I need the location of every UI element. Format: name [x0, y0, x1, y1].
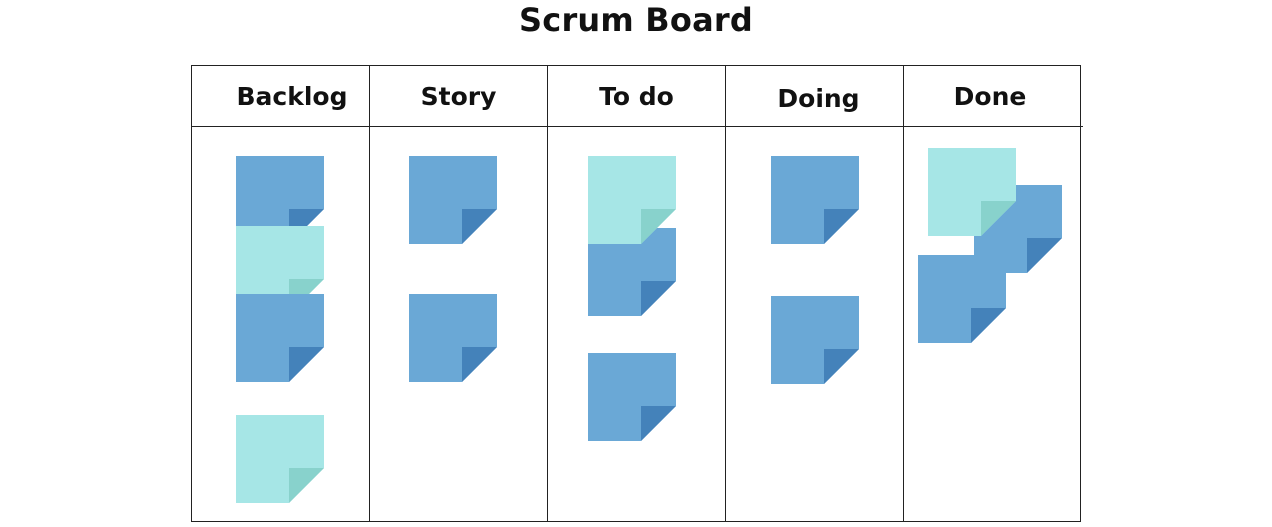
note-body — [771, 296, 859, 384]
note-fold — [824, 349, 859, 384]
column-divider — [725, 66, 726, 521]
note-body — [928, 148, 1016, 236]
sticky-note[interactable] — [771, 156, 859, 244]
note-fold — [641, 281, 676, 316]
column-header-todo: To do — [599, 81, 674, 111]
scrum-board: Backlog Story To do Doing Done — [191, 65, 1083, 522]
note-body — [771, 156, 859, 244]
column-divider — [903, 66, 904, 521]
sticky-note-shape — [771, 156, 859, 244]
sticky-note[interactable] — [236, 415, 324, 503]
column-header-backlog: Backlog — [236, 81, 348, 111]
sticky-note[interactable] — [918, 255, 1006, 343]
sticky-note-shape — [588, 228, 676, 316]
sticky-note-shape — [928, 148, 1016, 236]
column-header-story: Story — [420, 81, 497, 111]
note-fold — [981, 201, 1016, 236]
column-header-done: Done — [953, 81, 1027, 111]
note-fold — [462, 209, 497, 244]
note-fold — [824, 209, 859, 244]
note-body — [918, 255, 1006, 343]
note-fold — [289, 347, 324, 382]
sticky-note-shape — [588, 156, 676, 244]
note-fold — [462, 347, 497, 382]
sticky-note[interactable] — [409, 294, 497, 382]
note-fold — [971, 308, 1006, 343]
sticky-note[interactable] — [236, 294, 324, 382]
sticky-note[interactable] — [771, 296, 859, 384]
note-body — [588, 353, 676, 441]
sticky-note[interactable] — [588, 353, 676, 441]
sticky-note[interactable] — [409, 156, 497, 244]
note-fold — [289, 468, 324, 503]
sticky-note[interactable] — [928, 148, 1016, 236]
sticky-note-shape — [409, 156, 497, 244]
sticky-note[interactable] — [588, 156, 676, 244]
sticky-note-shape — [918, 255, 1006, 343]
note-body — [236, 415, 324, 503]
sticky-note-shape — [236, 415, 324, 503]
note-fold — [1027, 238, 1062, 273]
note-body — [236, 294, 324, 382]
sticky-note-shape — [588, 353, 676, 441]
header-divider — [192, 126, 1083, 127]
note-body — [409, 294, 497, 382]
sticky-note-shape — [771, 296, 859, 384]
sticky-note-shape — [236, 294, 324, 382]
note-body — [409, 156, 497, 244]
column-divider — [547, 66, 548, 521]
note-body — [588, 156, 676, 244]
note-fold — [641, 406, 676, 441]
column-divider — [369, 66, 370, 521]
column-header-doing: Doing — [777, 83, 860, 113]
board-title: Scrum Board — [519, 1, 753, 39]
note-fold — [641, 209, 676, 244]
sticky-note[interactable] — [588, 228, 676, 316]
sticky-note-shape — [409, 294, 497, 382]
